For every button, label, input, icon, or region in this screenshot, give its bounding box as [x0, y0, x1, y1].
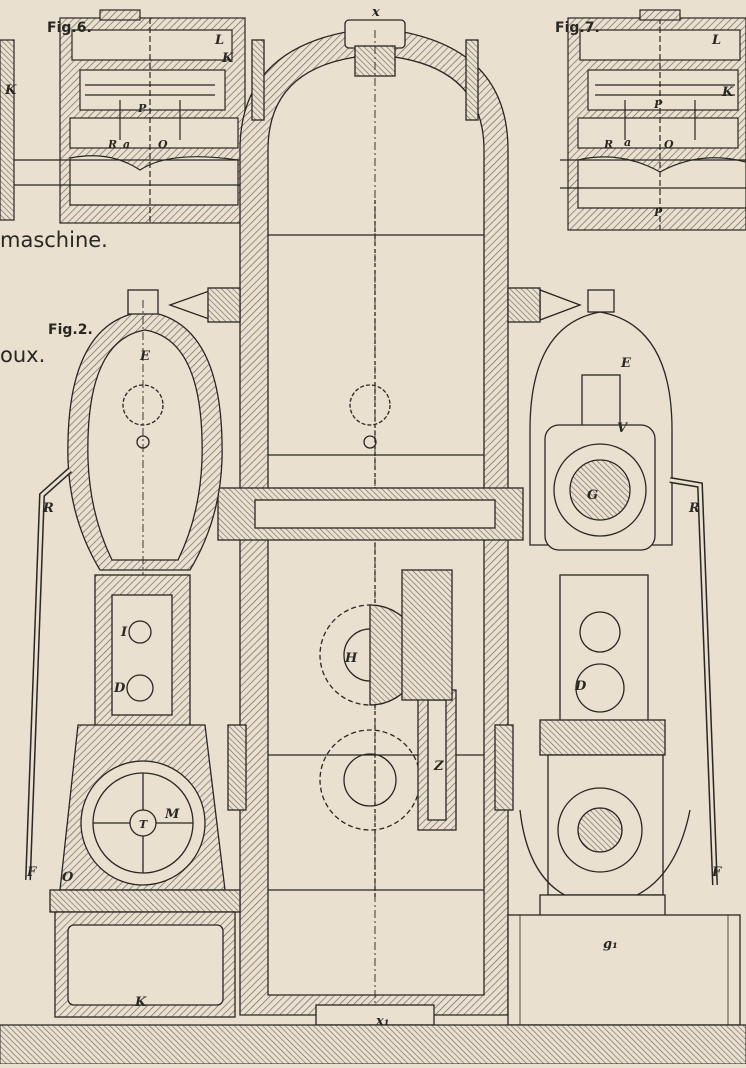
fig6-valve-section [0, 9, 250, 224]
left-pump-label: O [62, 870, 74, 885]
right-pump [507, 287, 741, 1026]
left-pump-label: E [139, 349, 151, 364]
fig7-label: O [664, 138, 674, 151]
tank-label-bottom: x₁ [375, 1014, 389, 1029]
left-pump-label: T [139, 818, 148, 831]
fig6-title: Fig.6. [47, 20, 92, 36]
tank-label: Z [433, 759, 444, 774]
caption-fragment-oux: oux. [0, 343, 45, 367]
tank-label-top: x [371, 5, 380, 20]
fig6-label: P [137, 102, 147, 115]
left-pump-label: K [134, 995, 147, 1010]
right-pump-label: V [617, 421, 629, 436]
fig6-label: K [4, 83, 17, 98]
left-pump-label: M [164, 807, 180, 822]
right-pump-label: E [620, 356, 632, 371]
left-pump-label: R [42, 501, 54, 516]
caption-fragment-maschine: maschine. [0, 228, 108, 252]
fig6-label: L [214, 33, 224, 48]
fig6-label: R [107, 138, 117, 151]
central-air-tank [217, 19, 524, 1026]
fig7-label: P [653, 98, 663, 111]
fig6-label: K [221, 51, 234, 66]
fig7-label: R [603, 138, 613, 151]
left-pump-label: D [113, 681, 126, 696]
fig7-label: K [721, 85, 734, 100]
fig7-label: a [624, 136, 631, 149]
ground-hatch [0, 1024, 746, 1065]
fig6-label: a [123, 138, 130, 151]
fig2-title: Fig.2. [48, 322, 93, 338]
right-pump-label: R [688, 501, 700, 516]
tank-label: H [344, 651, 358, 666]
right-pump-label: G [587, 488, 598, 503]
fig7-label: P [653, 206, 663, 219]
left-pump [25, 287, 241, 1018]
right-pump-label: F [711, 865, 722, 880]
right-pump-label: D [574, 679, 587, 694]
fig7-valve-section [560, 9, 746, 231]
fig6-label: O [158, 138, 168, 151]
right-pump-label: g₁ [603, 937, 618, 952]
fig7-title: Fig.7. [555, 20, 600, 36]
left-pump-label: F [26, 865, 37, 880]
fig7-label: L [711, 33, 721, 48]
left-pump-label: I [120, 625, 128, 640]
